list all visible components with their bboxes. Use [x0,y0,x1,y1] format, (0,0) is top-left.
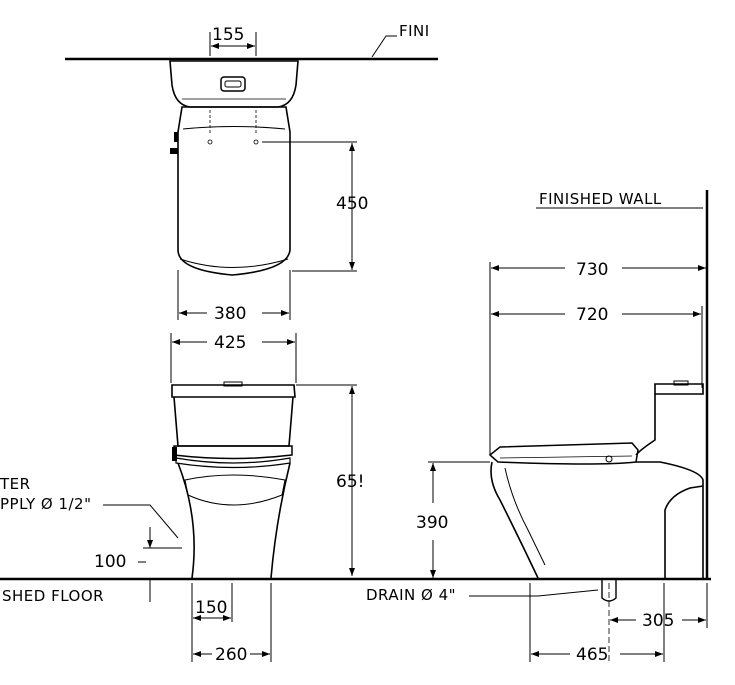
dim-260: 260 [215,645,247,665]
dim-390: 390 [416,513,448,533]
seat-side [488,442,639,465]
dim-450: 450 [336,194,368,214]
label-water-supply-2: PPLY Ø 1/2" [0,495,92,513]
dim-655: 65! [336,472,364,492]
dim-100: 100 [94,552,126,572]
top-view: FINI 155 450 380 [65,22,438,324]
dim-380: 380 [214,304,246,324]
dim-150: 150 [195,598,227,618]
dim-730: 730 [576,260,608,280]
flush-button [220,76,246,92]
bowl-left-front [177,462,195,579]
label-drain: DRAIN Ø 4" [366,586,456,604]
bowl-back-side [664,485,704,578]
label-water-supply-1: TER [0,475,31,493]
dim-425: 425 [214,333,246,353]
tank-body-front [173,396,294,447]
tank-lid-front [171,384,296,398]
tank-top-outline [169,60,299,108]
front-view: 425 65! TER PPLY Ø 1/2" 100 150 [0,333,364,665]
side-view: FINISHED WALL 730 720 390 DRAIN Ø 4" [366,190,709,665]
seat-top-outline [177,106,291,276]
dim-305: 305 [642,611,674,631]
label-finished-wall: FINISHED WALL [539,190,662,208]
dim-155: 155 [212,25,244,45]
leader-finished-top [371,35,397,58]
bowl-right-front [270,462,291,579]
label-finished-top: FINI [399,22,430,40]
bowl-front-side [490,461,539,579]
tank-body-side [635,394,656,456]
label-finished-floor: SHED FLOOR [2,587,104,605]
dim-465: 465 [576,645,608,665]
leader-water-supply [103,504,179,539]
leader-drain [469,589,599,597]
seat-front [173,445,293,460]
dim-720: 720 [576,305,608,325]
tank-lid-side [654,383,704,395]
